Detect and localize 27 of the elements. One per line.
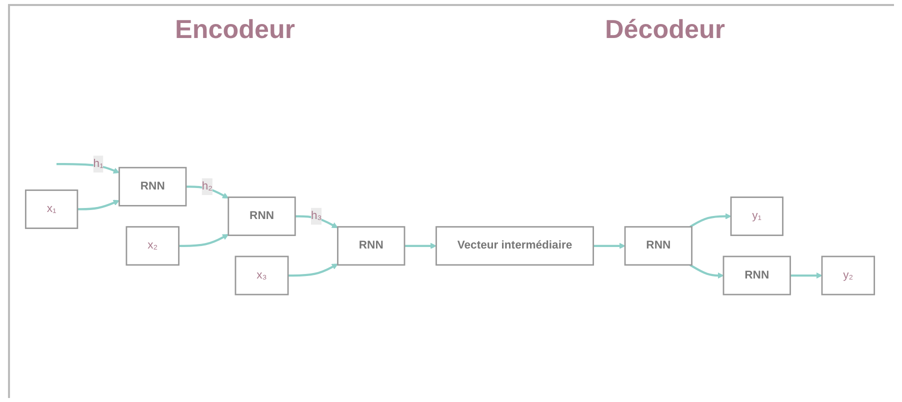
edge-label: h₃ [311,210,322,222]
node-box: y₂ [821,256,876,296]
arrow [404,242,436,249]
arrow [186,186,229,198]
edge-label: h₁ [93,158,104,170]
node-box: y₁ [730,196,784,236]
node-box: RNN [722,256,791,296]
arrow [690,264,724,279]
section-heading: Encodeur [175,14,295,45]
node-box: x₁ [24,189,78,229]
arrow [593,242,626,249]
node-box: RNN [337,226,406,266]
edge-label: h₂ [202,180,213,192]
arrow [790,272,822,279]
node-box: RNN [228,196,296,236]
node-box: Vecteur intermédiaire [436,226,594,266]
arrow [295,215,338,228]
node-box: x₂ [126,226,180,266]
arrow [56,162,120,174]
arrow [288,264,338,276]
node-box: x₃ [234,256,289,296]
arrow [690,213,732,228]
section-heading: Décodeur [605,14,725,45]
arrow [77,200,120,210]
node-box: RNN [624,226,692,266]
arrow [178,234,229,247]
node-box: RNN [118,166,187,206]
